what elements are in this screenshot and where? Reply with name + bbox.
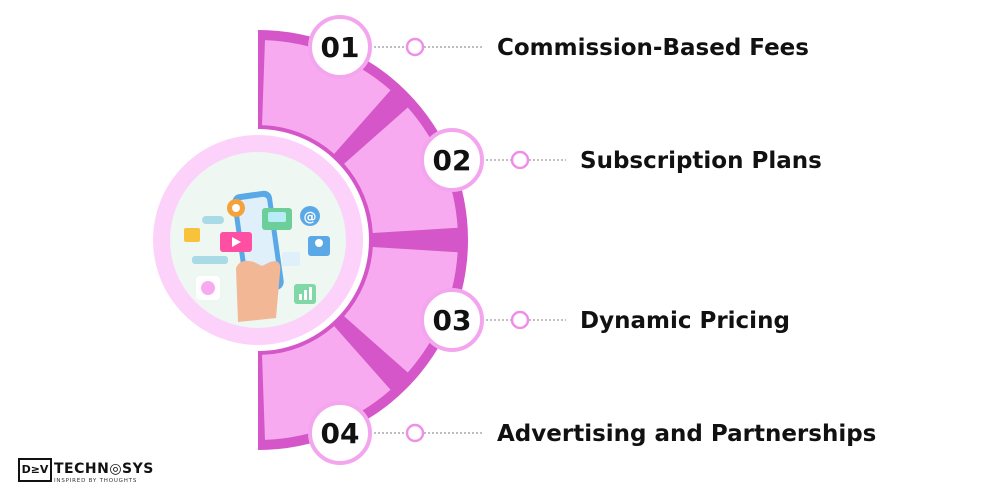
- logo-name: TECHN◎SYS: [54, 461, 154, 477]
- number-badges: 01 02 03 04: [308, 15, 484, 465]
- connector-dot-4: [405, 423, 425, 443]
- badge-number-1: 01: [321, 31, 360, 64]
- connector-dot-1: [405, 37, 425, 57]
- logo-tagline: INSPIRED BY THOUGHTS: [54, 478, 138, 484]
- step-label-4: Advertising and Partnerships: [497, 421, 877, 447]
- step-label-2: Subscription Plans: [580, 148, 822, 174]
- connectors: [370, 37, 566, 443]
- badge-circle-4: [308, 401, 372, 465]
- connector-dot-3: [510, 310, 530, 330]
- brand-logo: D≥V TECHN◎SYS INSPIRED BY THOUGHTS: [18, 458, 153, 488]
- badge-number-3: 03: [433, 304, 472, 337]
- badge-number-2: 02: [433, 144, 472, 177]
- step-label-1: Commission-Based Fees: [497, 35, 809, 61]
- badge-circle-1: [308, 15, 372, 79]
- badge-number-4: 04: [321, 417, 360, 450]
- svg-text:@: @: [304, 210, 317, 225]
- connector-dot-2: [510, 150, 530, 170]
- logo-mark: D≥V: [18, 458, 52, 482]
- badge-circle-2: [420, 128, 484, 192]
- smartphone-apps-illustration: @: [184, 190, 330, 322]
- badge-circle-3: [420, 288, 484, 352]
- step-label-3: Dynamic Pricing: [580, 308, 790, 334]
